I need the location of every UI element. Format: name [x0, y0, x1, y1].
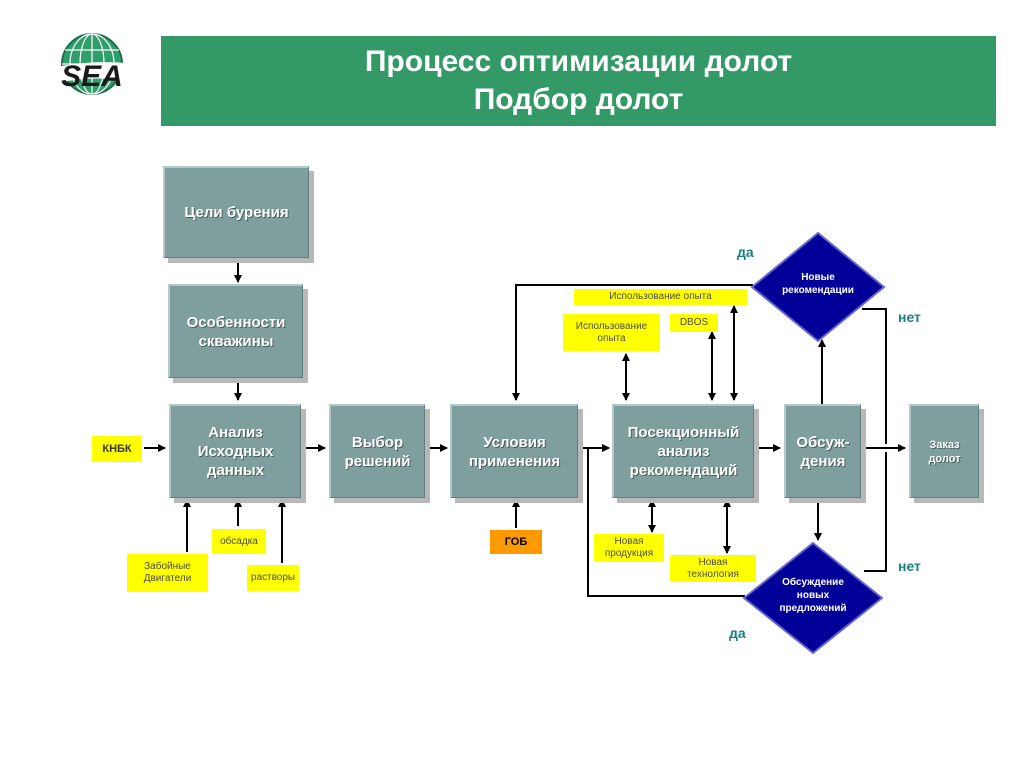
box-section-analysis: Посекционный анализ рекомендаций [612, 404, 754, 498]
box-goals: Цели бурения [163, 166, 309, 258]
label-solutions: растворы [247, 565, 299, 591]
label-knbk: КНБК [92, 436, 142, 462]
box-choice: Выбор решений [329, 404, 425, 498]
tag-yes-bottom: да [729, 625, 746, 641]
diamond-new-recommendations-text: Новые рекомендации [782, 272, 854, 296]
label-obsadka: обсадка [212, 529, 266, 554]
diamond-new-proposals [742, 541, 884, 655]
title-banner: Процесс оптимизации долот Подбор долот [161, 36, 996, 126]
tag-no-bottom: нет [898, 558, 921, 574]
title-line1: Процесс оптимизации долот [364, 45, 793, 78]
label-dbos: DBOS [670, 314, 718, 332]
label-experience-top: Использование опыта [574, 289, 747, 305]
tag-yes-top: да [737, 244, 754, 260]
box-discussion: Обсуж- дения [784, 404, 861, 498]
label-motors: Забойные Двигатели [127, 554, 208, 592]
label-gob: ГОБ [490, 530, 542, 554]
tag-no-top: нет [898, 309, 921, 325]
logo-text: SEA [61, 60, 123, 93]
label-new-technology: Новая технология [670, 555, 756, 582]
box-analysis: Анализ Исходных данных [169, 404, 301, 498]
sea-logo: SEA [36, 33, 148, 95]
label-experience: Использование опыта [563, 314, 660, 351]
title-line2: Подбор долот [473, 83, 684, 116]
box-order: Заказ долот [909, 404, 979, 498]
diamond-new-proposals-text: Обсуждение новых предложений [779, 577, 847, 614]
box-conditions: Условия применения [450, 404, 578, 498]
diamond-new-recommendations [750, 231, 886, 343]
box-well-features: Особенности скважины [168, 284, 303, 378]
label-new-product: Новая продукция [594, 534, 664, 562]
